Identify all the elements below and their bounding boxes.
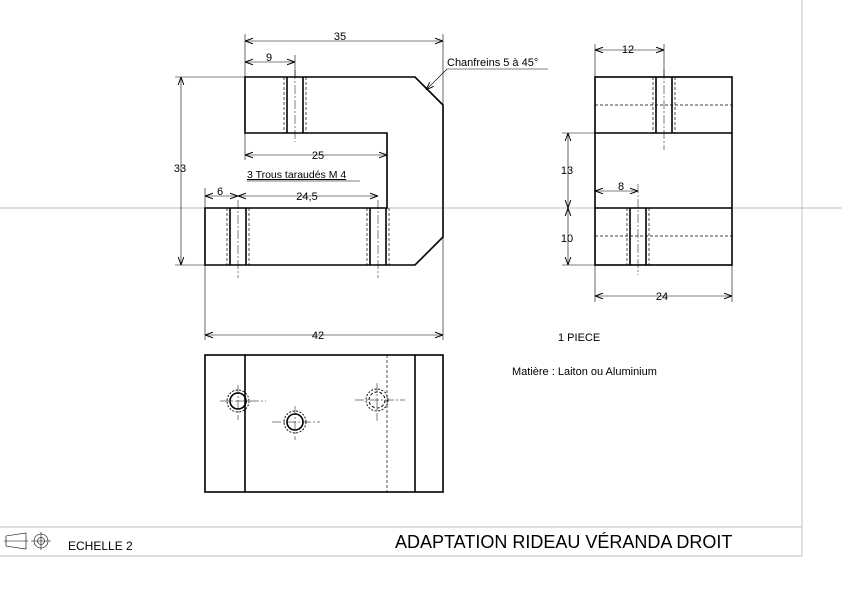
material-note: Matière : Laiton ou Aluminium xyxy=(512,366,657,378)
quantity-note: 1 PIECE xyxy=(558,332,600,344)
dim-side-hole-offset: 8 xyxy=(618,181,624,193)
dim-front-hole-spacing: 24,5 xyxy=(296,191,317,203)
dim-front-edge: 6 xyxy=(217,186,223,198)
tapped-hole xyxy=(220,385,266,420)
first-angle-projection-icon xyxy=(4,532,51,550)
dim-front-height: 33 xyxy=(174,163,186,175)
tapped-hole xyxy=(355,383,405,421)
dim-side-thickness: 12 xyxy=(622,44,634,56)
dim-side-width: 24 xyxy=(656,291,668,303)
dim-side-gap: 13 xyxy=(561,165,573,177)
drawing-title: ADAPTATION RIDEAU VÉRANDA DROIT xyxy=(395,532,732,552)
dim-front-width-total: 42 xyxy=(312,330,324,342)
dim-front-width-top: 35 xyxy=(334,31,346,43)
tapped-hole xyxy=(272,406,320,440)
note-chamfer: Chanfreins 5 à 45° xyxy=(447,57,538,69)
side-view-dimensions: 12 13 8 10 24 xyxy=(561,44,733,303)
scale-label: ECHELLE 2 xyxy=(68,539,133,553)
top-view xyxy=(204,354,444,493)
dim-front-inner: 25 xyxy=(312,150,324,162)
dim-side-base-height: 10 xyxy=(561,233,573,245)
side-view xyxy=(594,70,733,275)
dim-front-notch: 9 xyxy=(266,52,272,64)
front-view-dimensions: 35 9 33 25 3 Trous taraudés M 4 6 24,5 4… xyxy=(174,31,548,342)
note-holes: 3 Trous taraudés M 4 xyxy=(247,169,346,181)
